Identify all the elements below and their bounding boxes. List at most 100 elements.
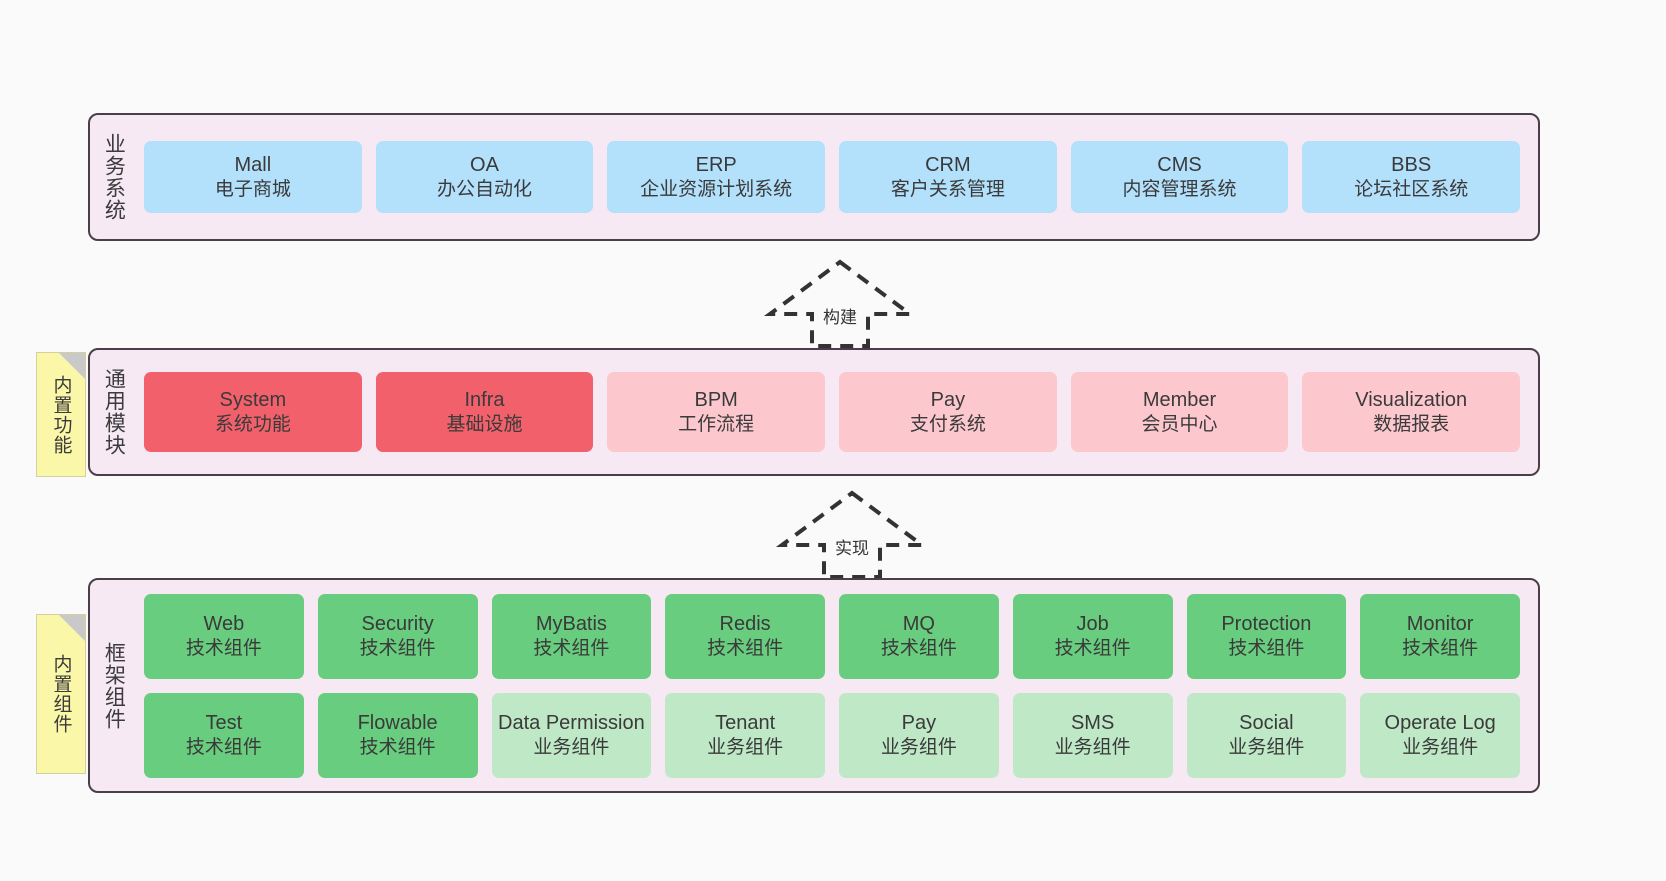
component-card-subtitle: 技术组件 xyxy=(1054,637,1131,659)
component-card-title: MQ xyxy=(902,612,935,635)
component-card-pay[interactable]: Pay 业务组件 xyxy=(839,692,999,778)
component-card-flowable[interactable]: Flowable 技术组件 xyxy=(317,692,478,778)
module-card-subtitle: 内容管理系统 xyxy=(1122,178,1237,200)
module-card-bbs[interactable]: BBS 论坛社区系统 xyxy=(1302,141,1521,213)
component-card-title: MyBatis xyxy=(535,612,607,635)
layer-common-module: 通用模块 System 系统功能 Infra 基础设施 BPM 工作流程 Pay… xyxy=(88,348,1540,476)
module-card-title: CRM xyxy=(925,153,971,176)
module-card-title: BPM xyxy=(694,388,738,411)
layer-row: Mall 电子商城 OA 办公自动化 ERP 企业资源计划系统 CRM 客户关系… xyxy=(144,141,1521,213)
dashed-hollow-arrow-icon xyxy=(775,490,929,579)
layer-title-common: 通用模块 xyxy=(102,368,126,456)
component-card-subtitle: 业务组件 xyxy=(1228,736,1305,758)
module-card-title: Pay xyxy=(930,388,966,411)
component-card-subtitle: 技术组件 xyxy=(707,637,784,659)
component-card-subtitle: 技术组件 xyxy=(533,637,610,659)
component-card-social[interactable]: Social 业务组件 xyxy=(1186,692,1347,778)
module-card-erp[interactable]: ERP 企业资源计划系统 xyxy=(607,141,826,213)
module-card-crm[interactable]: CRM 客户关系管理 xyxy=(839,141,1057,213)
component-card-subtitle: 业务组件 xyxy=(1402,736,1479,758)
connector-label-build: 构建 xyxy=(823,308,857,327)
component-card-title: Redis xyxy=(719,612,771,635)
layer-business-system: 业务系统 Mall 电子商城 OA 办公自动化 ERP 企业资源计划系统 CRM… xyxy=(88,113,1540,241)
component-card-title: Tenant xyxy=(715,711,776,734)
module-card-visualization[interactable]: Visualization 数据报表 xyxy=(1302,372,1521,452)
component-card-web[interactable]: Web 技术组件 xyxy=(144,593,304,679)
note-builtin-component: 内置组件 xyxy=(36,614,86,774)
layer-title-business: 业务系统 xyxy=(102,133,126,221)
layer-row: System 系统功能 Infra 基础设施 BPM 工作流程 Pay 支付系统… xyxy=(144,372,1521,452)
module-card-subtitle: 客户关系管理 xyxy=(890,178,1005,200)
module-card-subtitle: 数据报表 xyxy=(1373,413,1450,435)
module-card-subtitle: 电子商城 xyxy=(214,178,291,200)
component-card-operate-log[interactable]: Operate Log 业务组件 xyxy=(1360,692,1520,778)
component-card-subtitle: 业务组件 xyxy=(1054,736,1131,758)
component-card-monitor[interactable]: Monitor 技术组件 xyxy=(1360,593,1520,679)
component-card-test[interactable]: Test 技术组件 xyxy=(144,692,304,778)
component-card-title: Job xyxy=(1076,612,1109,635)
module-card-bpm[interactable]: BPM 工作流程 xyxy=(607,372,826,452)
component-card-subtitle: 技术组件 xyxy=(359,637,436,659)
component-card-data-permission[interactable]: Data Permission 业务组件 xyxy=(491,692,652,778)
module-card-mall[interactable]: Mall 电子商城 xyxy=(144,141,362,213)
module-card-title: ERP xyxy=(695,153,737,176)
component-card-subtitle: 技术组件 xyxy=(359,736,436,758)
module-card-subtitle: 办公自动化 xyxy=(437,178,533,200)
note-label: 内置功能 xyxy=(50,374,72,455)
module-card-subtitle: 基础设施 xyxy=(446,413,523,435)
module-card-title: OA xyxy=(470,153,499,176)
module-card-subtitle: 支付系统 xyxy=(909,413,986,435)
layer-framework-component: 框架组件 Web 技术组件 Security 技术组件 MyBatis 技术组件… xyxy=(88,578,1540,793)
component-card-job[interactable]: Job 技术组件 xyxy=(1012,593,1173,679)
module-card-cms[interactable]: CMS 内容管理系统 xyxy=(1070,141,1289,213)
component-card-security[interactable]: Security 技术组件 xyxy=(317,593,478,679)
layer-body-business: Mall 电子商城 OA 办公自动化 ERP 企业资源计划系统 CRM 客户关系… xyxy=(136,115,1538,239)
module-card-system[interactable]: System 系统功能 xyxy=(144,372,362,452)
component-card-title: Flowable xyxy=(357,711,438,734)
connector-realize: 实现 xyxy=(772,489,932,581)
module-card-subtitle: 系统功能 xyxy=(214,413,291,435)
module-card-subtitle: 工作流程 xyxy=(678,413,755,435)
dashed-hollow-arrow-icon xyxy=(763,259,917,348)
layer-row: Test 技术组件 Flowable 技术组件 Data Permission … xyxy=(144,692,1520,778)
component-card-subtitle: 技术组件 xyxy=(880,637,957,659)
note-label: 内置组件 xyxy=(50,654,72,734)
module-card-title: Member xyxy=(1142,388,1217,411)
module-card-title: Infra xyxy=(464,388,505,411)
connector-label-realize: 实现 xyxy=(835,539,869,558)
component-card-tenant[interactable]: Tenant 业务组件 xyxy=(665,692,825,778)
component-card-subtitle: 技术组件 xyxy=(185,736,262,758)
connector-build: 构建 xyxy=(760,258,920,350)
component-card-title: Security xyxy=(361,612,434,635)
component-card-subtitle: 技术组件 xyxy=(185,637,262,659)
component-card-title: Data Permission xyxy=(498,711,645,734)
module-card-member[interactable]: Member 会员中心 xyxy=(1070,372,1289,452)
module-card-subtitle: 会员中心 xyxy=(1141,413,1218,435)
component-card-title: Monitor xyxy=(1406,612,1474,635)
component-card-title: Operate Log xyxy=(1384,711,1496,734)
layer-body-framework: Web 技术组件 Security 技术组件 MyBatis 技术组件 Redi… xyxy=(136,580,1538,791)
component-card-subtitle: 业务组件 xyxy=(707,736,784,758)
module-card-infra[interactable]: Infra 基础设施 xyxy=(375,372,594,452)
component-card-redis[interactable]: Redis 技术组件 xyxy=(665,593,825,679)
module-card-pay[interactable]: Pay 支付系统 xyxy=(839,372,1057,452)
component-card-subtitle: 技术组件 xyxy=(1402,637,1479,659)
component-card-title: Test xyxy=(205,711,243,734)
module-card-title: CMS xyxy=(1157,153,1202,176)
layer-body-common: System 系统功能 Infra 基础设施 BPM 工作流程 Pay 支付系统… xyxy=(136,350,1538,474)
component-card-subtitle: 业务组件 xyxy=(533,736,610,758)
component-card-title: Web xyxy=(203,612,245,635)
component-card-title: Protection xyxy=(1221,612,1312,635)
component-card-mybatis[interactable]: MyBatis 技术组件 xyxy=(491,593,652,679)
component-card-sms[interactable]: SMS 业务组件 xyxy=(1012,692,1173,778)
module-card-subtitle: 论坛社区系统 xyxy=(1354,178,1469,200)
module-card-title: BBS xyxy=(1391,153,1432,176)
component-card-title: SMS xyxy=(1070,711,1115,734)
module-card-title: Visualization xyxy=(1355,388,1468,411)
layer-row: Web 技术组件 Security 技术组件 MyBatis 技术组件 Redi… xyxy=(144,593,1520,679)
component-card-mq[interactable]: MQ 技术组件 xyxy=(839,593,999,679)
note-builtin-function: 内置功能 xyxy=(36,352,86,477)
module-card-oa[interactable]: OA 办公自动化 xyxy=(375,141,594,213)
component-card-protection[interactable]: Protection 技术组件 xyxy=(1186,593,1347,679)
component-card-subtitle: 技术组件 xyxy=(1228,637,1305,659)
